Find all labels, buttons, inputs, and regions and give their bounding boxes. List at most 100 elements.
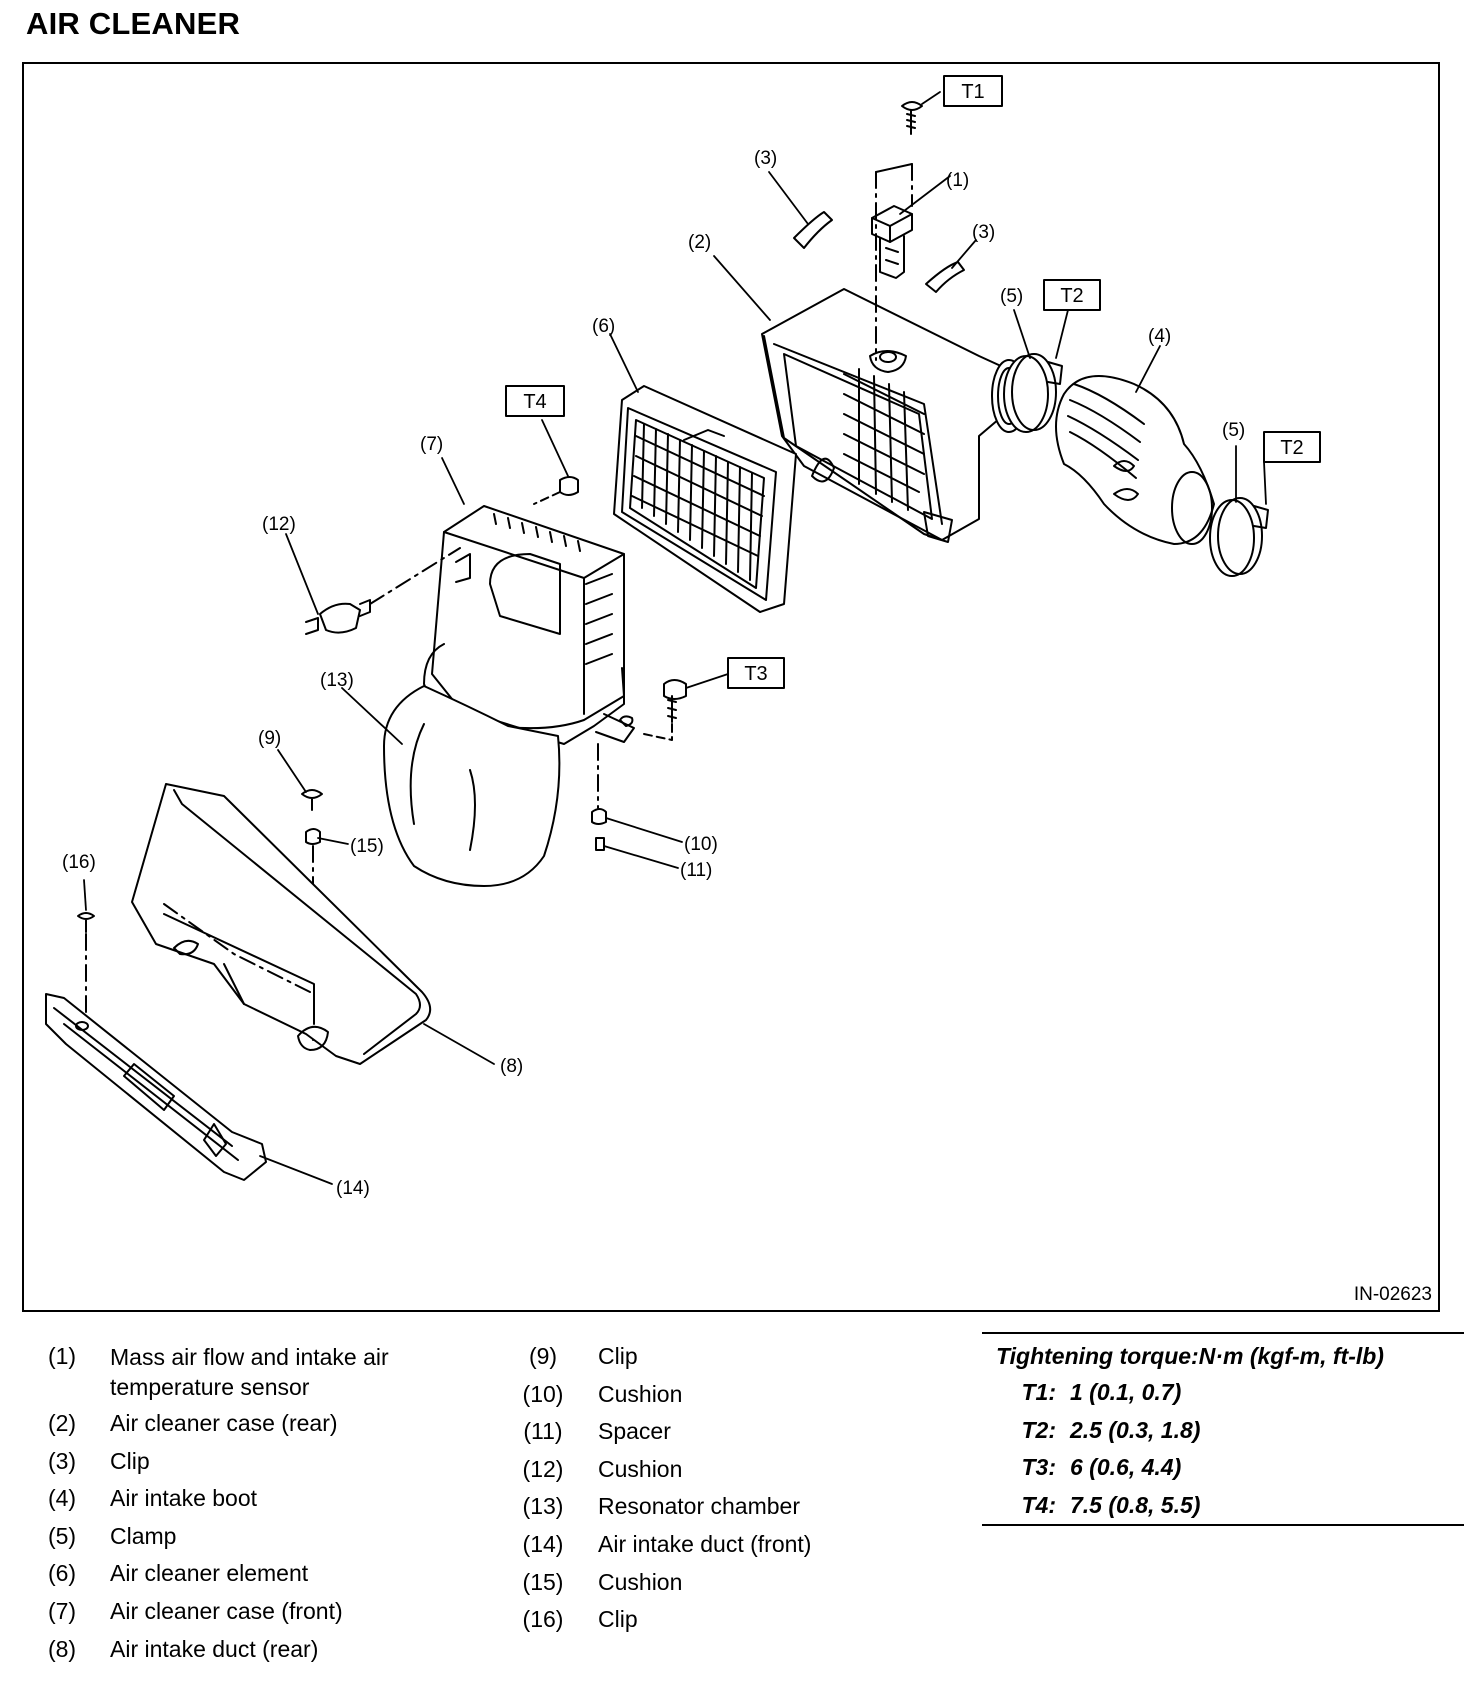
clip-3b-part [925,261,965,293]
callout-6: (6) [592,316,615,337]
leader-2 [713,255,771,321]
legend-text: Mass air flow and intake air temperature… [110,1344,389,1400]
callout-15: (15) [350,836,384,857]
page-title: AIR CLEANER [26,6,241,41]
callout-11: (11) [680,860,712,881]
torque-box-t3: T3 [727,657,785,689]
leader-t2b [1263,461,1267,505]
leader-7 [441,457,465,505]
legend-item: (14) Air intake duct (front) [516,1526,896,1564]
leader-10 [605,817,683,843]
legend-text: Cushion [598,1455,683,1482]
callout-10: (10) [684,834,718,855]
legend-text: Clip [598,1343,638,1369]
legend-item: (16) Clip [516,1601,896,1639]
svg-text:T4: T4 [523,391,546,413]
clamp-5a-part [1003,353,1063,433]
callout-7: (7) [420,434,443,455]
legend-item: (8) Air intake duct (rear) [40,1631,480,1669]
legend-text: Air intake boot [110,1485,258,1512]
cushion-10-spacer-11-part [591,743,607,851]
torque-box-t2b: T2 [1263,431,1321,463]
legend-item: (9) Clip [516,1338,896,1376]
leader-3a [768,171,809,225]
legend-number: (13) [522,1493,564,1520]
callout-9: (9) [258,728,281,749]
legend-item: (4) Air intake boot [40,1480,480,1518]
air-intake-duct-rear-part [131,783,432,1065]
clip-3a-part [793,211,833,249]
clamp-5b-part [1209,497,1269,577]
callout-4: (4) [1148,326,1171,347]
legend-number: (6) [47,1560,77,1587]
leader-8 [423,1023,495,1065]
leader-15 [317,837,349,845]
legend-number: (12) [522,1455,564,1482]
torque-row: T4: 7.5 (0.8, 5.5) [982,1487,1464,1525]
callout-14: (14) [336,1178,370,1199]
callout-2: (2) [688,232,711,253]
legend-item: (6) Air cleaner element [40,1555,480,1593]
torque-box-t1: T1 [943,75,1003,107]
legend-number: (10) [522,1380,564,1407]
legend-number: (2) [47,1410,77,1436]
legend-number: (15) [522,1568,564,1595]
air-cleaner-element-part [613,385,797,613]
legend-number: (14) [522,1530,564,1557]
legend-text: Air intake duct (front) [598,1530,812,1557]
legend-number: (7) [47,1597,77,1624]
legend-number: (11) [523,1418,563,1445]
exploded-diagram: T1 T2 T2 T3 T4 (1) (2) (3) (3) (4) (5) (… [45,75,1321,1199]
legend-number: (9) [528,1343,558,1369]
svg-text:T3: T3 [744,663,767,685]
legend-text: Spacer [598,1418,671,1445]
clip-16-part [77,912,95,1033]
legend-number: (3) [47,1447,77,1474]
callout-16: (16) [62,852,96,873]
tightening-torque-table: Tightening torque:N·m (kgf-m, ft-lb) T1:… [982,1332,1464,1527]
cushion-12-part [305,547,461,635]
legend-text: Air intake duct (rear) [110,1635,319,1662]
leader-t1 [921,91,941,105]
leader-1 [899,175,951,215]
legend-text: Air cleaner case (rear) [110,1410,338,1436]
leader-6 [609,333,639,393]
legend-text: Cushion [598,1568,683,1595]
legend-text: Cushion [598,1380,683,1407]
leader-5a [1013,309,1031,359]
leader-9 [277,749,307,793]
leader-4 [1135,345,1161,393]
screw-t1-part [901,101,923,135]
torque-box-t4: T4 [505,385,565,417]
torque-id: T3: [1021,1454,1057,1481]
exploded-diagram-frame: T1 T2 T2 T3 T4 (1) (2) (3) (3) (4) (5) (… [22,62,1440,1312]
legend-text: Clip [598,1606,638,1633]
resonator-chamber-part [383,685,561,887]
leader-t3 [685,673,729,689]
callout-3a: (3) [754,148,777,169]
legend-item: (11) Spacer [516,1413,896,1451]
torque-value: 7.5 (0.8, 5.5) [1070,1492,1201,1519]
legend-column-2: (9) Clip (10) Cushion (11) Spacer (12) C… [516,1338,896,1639]
torque-value: 6 (0.6, 4.4) [1070,1454,1182,1481]
torque-id: T4: [1021,1492,1057,1519]
leader-14 [259,1155,333,1185]
legend-number: (1) [47,1343,77,1369]
legend-text: Clip [110,1447,150,1474]
callout-5a: (5) [1000,286,1023,307]
legend-item: (5) Clamp [40,1518,480,1556]
callout-12: (12) [262,514,296,535]
svg-text:T2: T2 [1060,285,1083,307]
leader-11 [603,845,679,869]
legend-text: Resonator chamber [598,1493,800,1520]
maf-sensor-part [871,163,913,361]
legend-item: (2) Air cleaner case (rear) [40,1405,480,1443]
legend-item: (3) Clip [40,1443,480,1481]
air-intake-duct-front-part [45,993,267,1181]
torque-row: T2: 2.5 (0.3, 1.8) [982,1412,1464,1450]
air-cleaner-case-rear-part [761,288,1027,543]
leader-t2a [1055,309,1069,359]
callout-5b: (5) [1222,420,1245,441]
legend-text: Air cleaner element [110,1560,309,1587]
torque-row: T3: 6 (0.6, 4.4) [982,1449,1464,1487]
